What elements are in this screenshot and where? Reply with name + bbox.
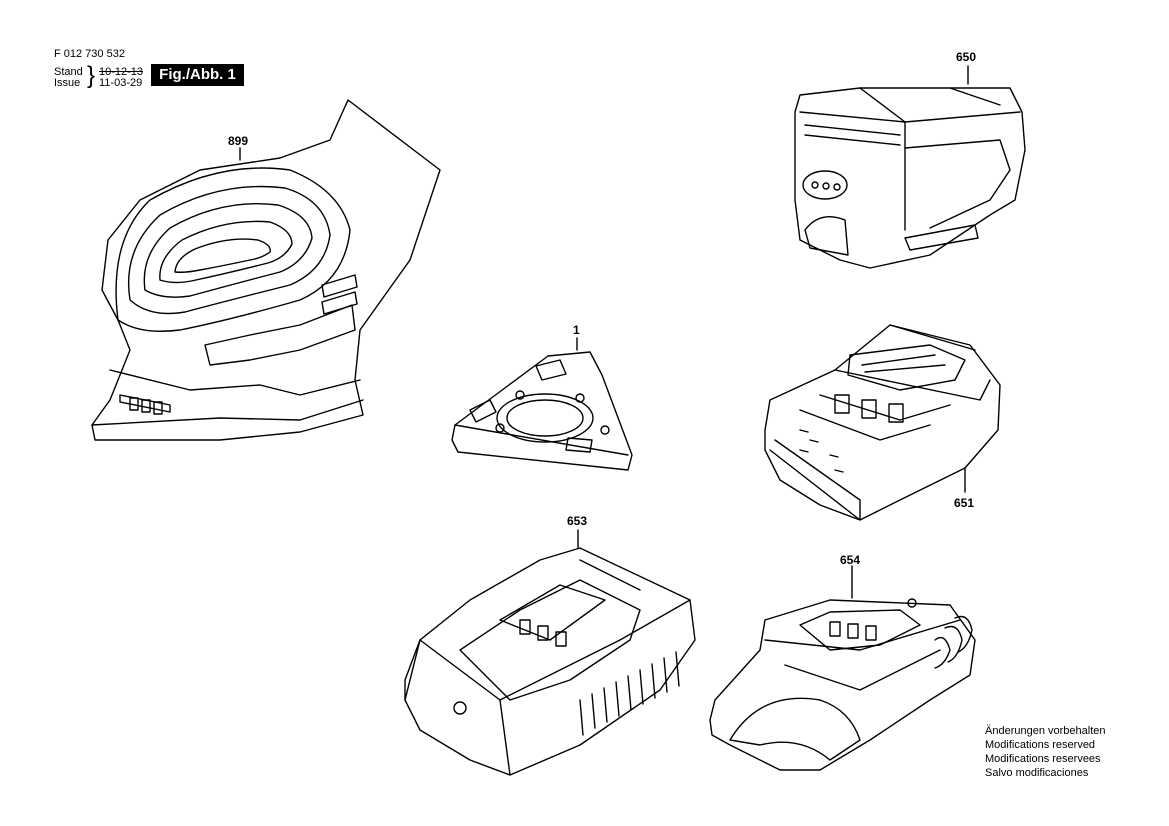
stand-label: Stand	[54, 66, 83, 78]
label-651: 651	[954, 496, 975, 510]
label-899: 899	[228, 134, 249, 148]
stand-date: 10-12-13	[99, 66, 144, 78]
notice-line-en: Modifications reserved	[985, 739, 1096, 751]
notice-line-fr: Modifications reservees	[985, 753, 1101, 765]
label-1: 1	[573, 323, 580, 337]
part-653-charger	[404, 529, 696, 776]
modification-notice: Änderungen vorbehalten Modifications res…	[985, 724, 1105, 780]
notice-line-es: Salvo modificaciones	[985, 767, 1089, 779]
document-number: F 012 730 532	[54, 48, 125, 60]
issue-date: 11-03-29	[99, 77, 143, 89]
label-653: 653	[567, 514, 588, 528]
part-651-battery-pack	[764, 324, 1001, 521]
part-899-sander-housing	[91, 99, 441, 441]
part-650-battery-pack	[794, 65, 1026, 269]
label-650: 650	[956, 50, 977, 64]
brace-glyph: }	[87, 62, 96, 89]
notice-line-de: Änderungen vorbehalten	[985, 725, 1106, 737]
part-654-charger	[709, 565, 976, 771]
label-654: 654	[840, 553, 861, 567]
part-1-sanding-plate	[451, 337, 633, 471]
issue-label: Issue	[54, 77, 81, 89]
figure-badge: Fig./Abb. 1	[151, 64, 244, 86]
